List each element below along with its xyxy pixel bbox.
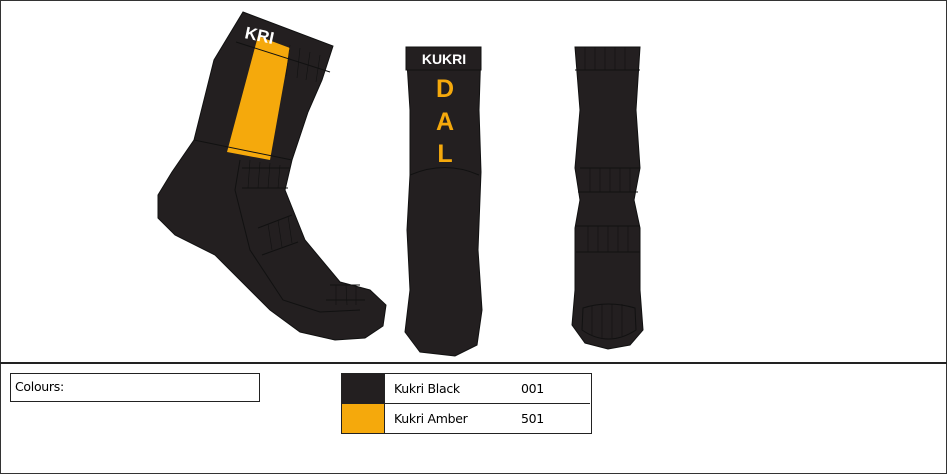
side-view-sock: KRI [157,11,387,341]
front-logo: KUKRI [422,51,466,67]
sock-illustrations: KRI KUKRI D A L [157,11,644,357]
colour-swatch [342,404,385,433]
colour-name: Kukri Amber [394,411,468,426]
colour-row: Kukri Black 001 [342,374,590,404]
colour-swatch [342,374,385,403]
colour-table: Kukri Black 001 Kukri Amber 501 [341,373,592,434]
sole-view-sock [571,46,644,350]
colour-code: 501 [521,411,544,426]
front-letter: L [437,140,452,168]
colours-label-box: Colours: [10,373,260,402]
front-letter: A [436,108,454,136]
colour-row: Kukri Amber 501 [342,404,590,433]
section-divider [0,362,947,364]
front-view-sock: KUKRI D A L [404,46,483,357]
colours-label: Colours: [15,379,64,394]
front-letter: D [436,75,454,103]
colour-code: 001 [521,381,544,396]
colour-name: Kukri Black [394,381,460,396]
